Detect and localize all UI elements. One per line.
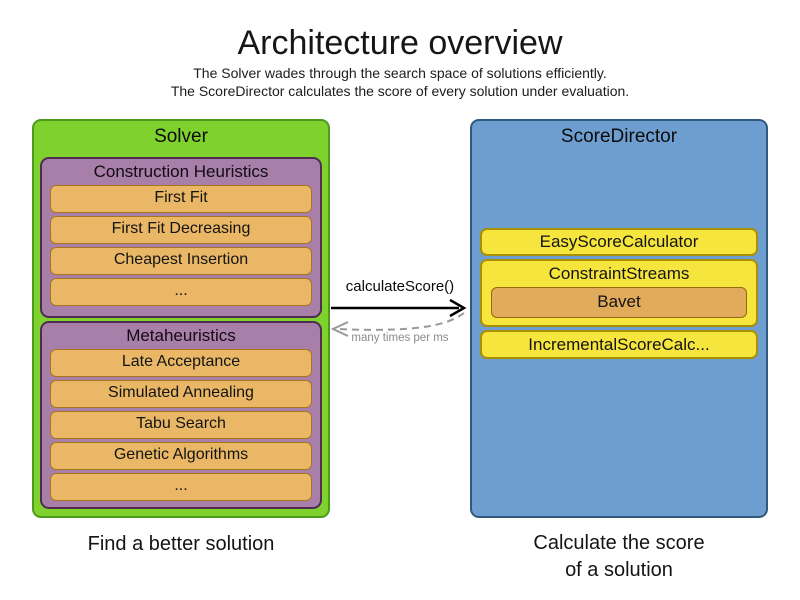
scoredirector-label: ScoreDirector xyxy=(560,126,678,147)
heuristic-item: First Fit Decreasing xyxy=(50,216,312,244)
constraint-streams-box: ConstraintStreams Bavet xyxy=(480,259,758,327)
heuristic-item: Tabu Search xyxy=(50,411,312,439)
heuristic-item: Simulated Annealing xyxy=(50,380,312,408)
subtitle-line-1: The Solver wades through the search spac… xyxy=(193,65,607,81)
heuristic-item: ... xyxy=(50,473,312,501)
metaheuristics-label: Metaheuristics xyxy=(126,326,236,345)
page-title: Architecture overview xyxy=(237,24,563,62)
scoredirector-box: ScoreDirector EasyScoreCalculator Constr… xyxy=(470,119,768,518)
heuristic-item: First Fit xyxy=(50,185,312,213)
metaheuristics-group: Metaheuristics Late Acceptance Simulated… xyxy=(40,321,322,509)
calculate-score-label: calculateScore() xyxy=(345,278,455,295)
frequency-label: many times per ms xyxy=(351,332,449,344)
heuristic-item: Genetic Algorithms xyxy=(50,442,312,470)
heuristic-item: Cheapest Insertion xyxy=(50,247,312,275)
solver-caption: Find a better solution xyxy=(87,533,275,555)
scoredirector-caption-line-2: of a solution xyxy=(565,559,673,581)
solver-box: Solver Construction Heuristics First Fit… xyxy=(32,119,330,518)
heuristic-item: ... xyxy=(50,278,312,306)
scoredirector-caption-line-1: Calculate the score xyxy=(533,532,705,554)
heuristic-item: Late Acceptance xyxy=(50,349,312,377)
scoredirector-caption: Calculate the score of a solution xyxy=(470,530,768,584)
construction-heuristics-label: Construction Heuristics xyxy=(93,162,269,181)
calculator-item: IncrementalScoreCalc... xyxy=(480,330,758,359)
constraint-streams-label: ConstraintStreams xyxy=(548,264,690,283)
solver-label: Solver xyxy=(154,126,208,147)
subtitle-line-2: The ScoreDirector calculates the score o… xyxy=(170,83,630,99)
calculator-item: EasyScoreCalculator xyxy=(480,228,758,256)
bavet-box: Bavet xyxy=(491,287,747,318)
construction-heuristics-group: Construction Heuristics First Fit First … xyxy=(40,157,322,318)
calculate-score-arrow xyxy=(331,298,467,318)
